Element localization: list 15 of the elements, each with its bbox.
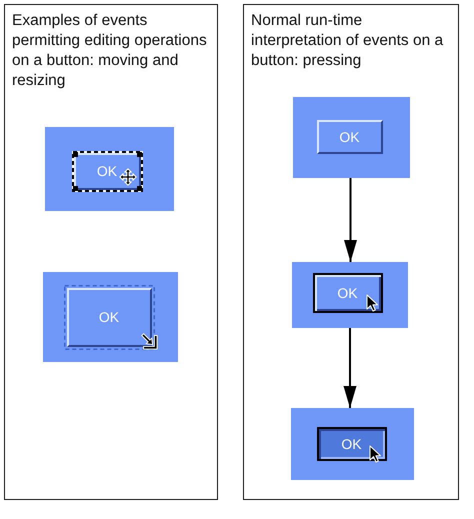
panel [4,4,218,500]
button: OK [316,120,382,154]
canvas-panel [292,96,410,178]
panel [243,4,459,500]
canvas-panel [42,272,178,362]
canvas-panel [290,408,414,480]
arrow [344,178,357,262]
button: OK [66,288,152,346]
arrow [344,328,356,408]
canvas-panel [44,126,174,210]
button: OK [312,272,382,312]
canvas-panel [292,262,408,328]
panel-title: Normal run-time interpretation of events on a button: pressing [251,11,444,71]
panel-title: Examples of events permitting editing operations on a button: moving and resizing [12,11,208,91]
button: OK [316,426,386,460]
